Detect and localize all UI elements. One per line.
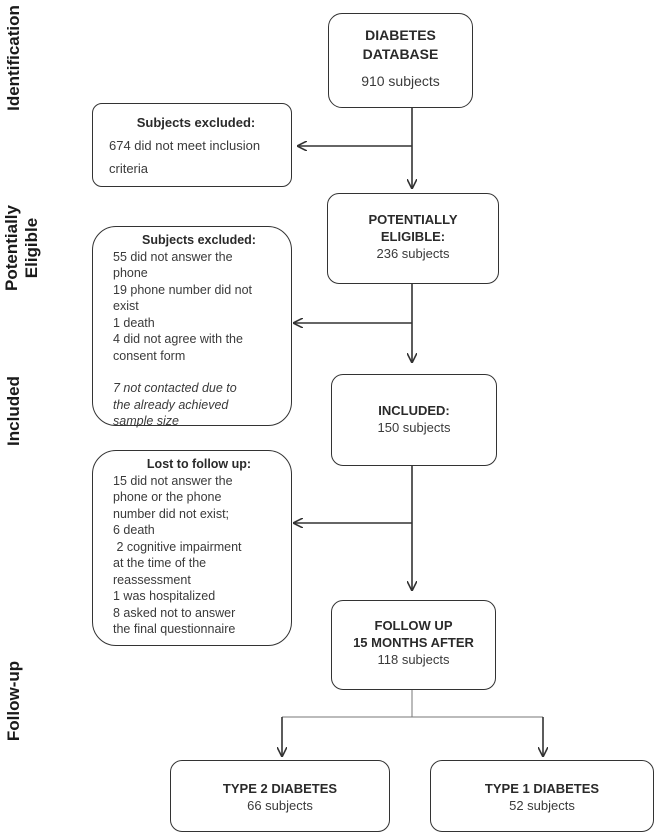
followup-title-line2: 15 MONTHS AFTER xyxy=(353,635,474,650)
exclusion-2-item: 1 death xyxy=(113,315,155,330)
exclusion-1-line1: 674 did not meet inclusion xyxy=(109,138,261,153)
type1-title: TYPE 1 DIABETES xyxy=(484,781,600,796)
exclusion-box-1: Subjects excluded: 674 did not meet incl… xyxy=(92,103,292,187)
lost-followup-item: number did not exist; xyxy=(113,506,230,521)
exclusion-2-item: 55 did not answer the xyxy=(113,249,233,264)
eligible-count: 236 subjects xyxy=(376,246,450,261)
database-title-line1: DIABETES xyxy=(365,27,436,43)
lost-followup-item: reassessment xyxy=(113,572,191,587)
type1-count: 52 subjects xyxy=(509,798,575,813)
exclusion-2-heading: Subjects excluded: xyxy=(142,233,256,247)
lost-followup-item: phone or the phone xyxy=(113,490,222,504)
exclusion-2-item: consent form xyxy=(113,348,186,363)
box-type1-diabetes: TYPE 1 DIABETES 52 subjects xyxy=(430,760,654,832)
box-included: INCLUDED: 150 subjects xyxy=(331,374,497,466)
box-diabetes-database: DIABETES DATABASE 910 subjects xyxy=(328,13,473,108)
lost-to-follow-up-box: Lost to follow up: 15 did not answer the… xyxy=(92,450,292,646)
lost-followup-item: 8 asked not to answer xyxy=(113,605,236,620)
included-title: INCLUDED: xyxy=(378,403,450,418)
lost-followup-item: the final questionnaire xyxy=(113,622,236,636)
lost-followup-item: at the time of the xyxy=(113,556,207,570)
lost-followup-item: 6 death xyxy=(113,523,155,537)
exclusion-2-item: 4 did not agree with the xyxy=(113,332,243,346)
exclusion-2-item: exist xyxy=(113,299,139,313)
lost-followup-item: 1 was hospitalized xyxy=(113,589,216,603)
box-type2-diabetes: TYPE 2 DIABETES 66 subjects xyxy=(170,760,390,832)
lost-followup-item: 15 did not answer the xyxy=(113,473,233,488)
box-follow-up: FOLLOW UP 15 MONTHS AFTER 118 subjects xyxy=(331,600,496,690)
followup-title-line1: FOLLOW UP xyxy=(374,618,453,633)
exclusion-1-line2: criteria xyxy=(109,161,149,176)
type2-title: TYPE 2 DIABETES xyxy=(222,781,338,796)
database-title-line2: DATABASE xyxy=(362,46,439,62)
exclusion-2-item: 19 phone number did not xyxy=(113,282,252,297)
exclusion-2-note: the already achieved xyxy=(113,397,229,412)
type2-count: 66 subjects xyxy=(247,798,313,813)
eligible-title-line2: ELIGIBLE: xyxy=(380,229,446,244)
eligible-title-line1: POTENTIALLY xyxy=(368,212,458,227)
exclusion-1-heading: Subjects excluded: xyxy=(136,115,256,130)
exclusion-2-note: 7 not contacted due to xyxy=(113,381,237,395)
followup-count: 118 subjects xyxy=(377,652,450,667)
included-count: 150 subjects xyxy=(377,420,451,435)
exclusion-2-note: sample size xyxy=(113,414,179,428)
lost-followup-item: 2 cognitive impairment xyxy=(113,539,242,554)
exclusion-box-2: Subjects excluded: 55 did not answer the… xyxy=(92,226,292,428)
box-potentially-eligible: POTENTIALLY ELIGIBLE: 236 subjects xyxy=(327,193,499,284)
lost-followup-heading: Lost to follow up: xyxy=(146,457,252,471)
exclusion-2-item: phone xyxy=(113,266,148,280)
database-count: 910 subjects xyxy=(361,73,440,89)
